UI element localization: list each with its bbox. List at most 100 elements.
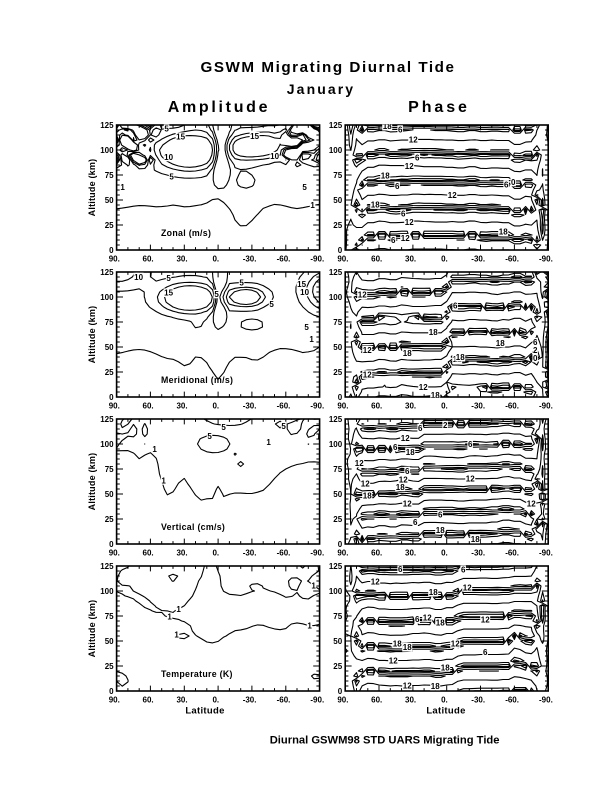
svg-text:5: 5 [207,432,212,441]
svg-text:-30.: -30. [471,548,485,557]
svg-text:12: 12 [401,234,410,243]
svg-text:0.: 0. [441,401,448,410]
svg-text:90.: 90. [337,254,348,263]
svg-text:6: 6 [415,153,420,162]
svg-text:0.: 0. [212,401,219,410]
svg-text:18: 18 [396,483,405,492]
svg-text:12: 12 [401,434,410,443]
svg-text:12: 12 [399,476,408,485]
svg-text:6: 6 [391,236,396,245]
svg-text:1: 1 [152,445,157,454]
svg-text:125: 125 [100,562,114,571]
svg-text:-90.: -90. [310,254,324,263]
svg-text:25: 25 [105,662,114,671]
svg-text:30.: 30. [176,548,187,557]
svg-text:18: 18 [496,339,505,348]
svg-text:15: 15 [164,289,173,298]
svg-text:Altitude (km): Altitude (km) [87,306,97,364]
svg-text:18: 18 [431,682,440,691]
svg-text:-30.: -30. [243,254,257,263]
svg-text:50: 50 [105,343,114,352]
svg-text:6: 6 [393,443,398,452]
svg-text:5: 5 [281,422,286,431]
svg-text:25: 25 [333,662,342,671]
svg-text:12: 12 [371,577,380,586]
svg-text:12: 12 [448,191,457,200]
svg-text:6: 6 [453,301,458,310]
svg-text:25: 25 [105,221,114,230]
svg-text:-30.: -30. [471,401,485,410]
svg-text:100: 100 [329,146,343,155]
svg-text:90.: 90. [109,548,120,557]
svg-text:-90.: -90. [310,695,324,704]
svg-text:0: 0 [109,540,114,549]
svg-text:0: 0 [109,393,114,402]
svg-text:12: 12 [363,346,372,355]
svg-text:75: 75 [333,171,342,180]
svg-text:90.: 90. [109,254,120,263]
svg-text:125: 125 [100,121,114,130]
svg-text:60.: 60. [371,695,382,704]
svg-text:30.: 30. [405,695,416,704]
svg-text:-60.: -60. [505,695,519,704]
svg-text:18: 18 [436,618,445,627]
svg-text:Amplitude: Amplitude [168,99,271,116]
svg-text:-60.: -60. [277,695,291,704]
svg-text:12: 12 [389,656,398,665]
svg-text:90.: 90. [337,401,348,410]
svg-text:50: 50 [105,637,114,646]
svg-text:-60.: -60. [277,254,291,263]
svg-text:6: 6 [401,210,406,219]
svg-text:75: 75 [105,318,114,327]
svg-text:60.: 60. [143,401,154,410]
svg-text:18: 18 [363,492,372,501]
svg-text:6: 6 [398,126,403,135]
svg-text:12: 12 [405,162,414,171]
svg-text:1: 1 [307,621,312,630]
svg-text:5: 5 [302,183,307,192]
svg-text:18: 18 [403,349,412,358]
svg-text:50: 50 [105,490,114,499]
svg-text:6: 6 [438,511,443,520]
svg-text:0.: 0. [212,548,219,557]
svg-text:50: 50 [333,637,342,646]
svg-text:12: 12 [423,613,432,622]
svg-text:18: 18 [429,328,438,337]
svg-text:Latitude: Latitude [185,706,224,717]
svg-text:6: 6 [461,566,466,575]
svg-text:60.: 60. [143,254,154,263]
svg-text:30.: 30. [176,254,187,263]
svg-text:125: 125 [329,121,343,130]
svg-text:12: 12 [403,682,412,691]
svg-text:125: 125 [100,268,114,277]
svg-text:12: 12 [363,371,372,380]
svg-text:50: 50 [333,196,342,205]
svg-text:90.: 90. [109,401,120,410]
svg-text:0.: 0. [441,548,448,557]
svg-text:5: 5 [269,300,274,309]
svg-text:0: 0 [338,393,343,402]
svg-text:6: 6 [468,440,473,449]
svg-text:6: 6 [483,648,488,657]
svg-text:60.: 60. [143,548,154,557]
svg-text:75: 75 [333,465,342,474]
svg-text:-90.: -90. [310,548,324,557]
svg-text:25: 25 [333,368,342,377]
svg-text:1: 1 [309,335,314,344]
svg-text:6: 6 [415,615,420,624]
svg-text:Vertical (cm/s): Vertical (cm/s) [161,522,225,532]
svg-text:1: 1 [120,183,125,192]
svg-text:1: 1 [310,201,315,210]
svg-text:10: 10 [270,152,279,161]
svg-text:0: 0 [511,178,516,187]
svg-text:5: 5 [304,323,309,332]
svg-text:Zonal (m/s): Zonal (m/s) [161,228,211,238]
svg-text:18: 18 [436,526,445,535]
svg-text:0.: 0. [441,254,448,263]
svg-text:18: 18 [371,201,380,210]
svg-text:2: 2 [533,346,538,355]
svg-text:2: 2 [443,421,448,430]
svg-text:12: 12 [527,499,536,508]
svg-text:12: 12 [358,291,367,300]
svg-text:30.: 30. [405,548,416,557]
